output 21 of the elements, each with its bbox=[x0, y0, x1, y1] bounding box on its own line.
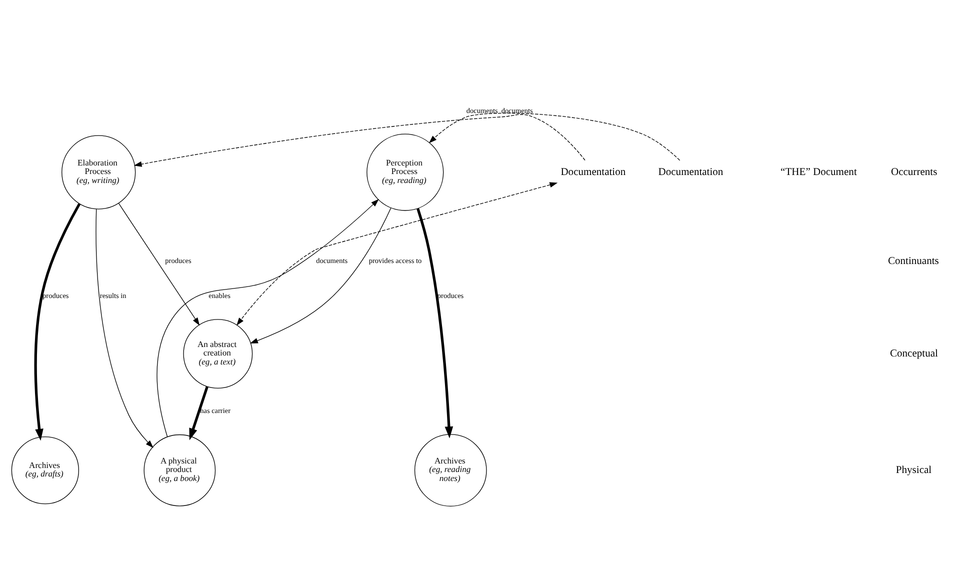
label: Occurrents bbox=[890, 166, 937, 178]
arrow bbox=[156, 198, 378, 437]
label: “THE” Document bbox=[780, 166, 856, 178]
node-text: Documentation bbox=[658, 166, 723, 178]
arrow bbox=[236, 182, 558, 326]
arrow bbox=[133, 114, 585, 166]
arrow bbox=[249, 207, 391, 343]
arrow bbox=[428, 112, 680, 160]
arrow bbox=[188, 386, 208, 440]
label: Physical bbox=[895, 464, 932, 476]
arrow bbox=[95, 208, 153, 448]
label: Continuants bbox=[888, 255, 938, 266]
node-text: Documentation bbox=[560, 166, 626, 178]
node-circle: Archives (eg, reading notes) bbox=[414, 434, 486, 506]
arrow bbox=[416, 208, 453, 438]
node-circle: An abstract creation (eg, a text) bbox=[182, 318, 252, 388]
arrow bbox=[34, 202, 80, 440]
label: Conceptual bbox=[889, 348, 938, 359]
node-circle: Elaboration Process (eg, writing) bbox=[61, 134, 136, 209]
node-circle: Archives (eg, drafts) bbox=[10, 436, 79, 504]
arrow bbox=[118, 202, 200, 326]
